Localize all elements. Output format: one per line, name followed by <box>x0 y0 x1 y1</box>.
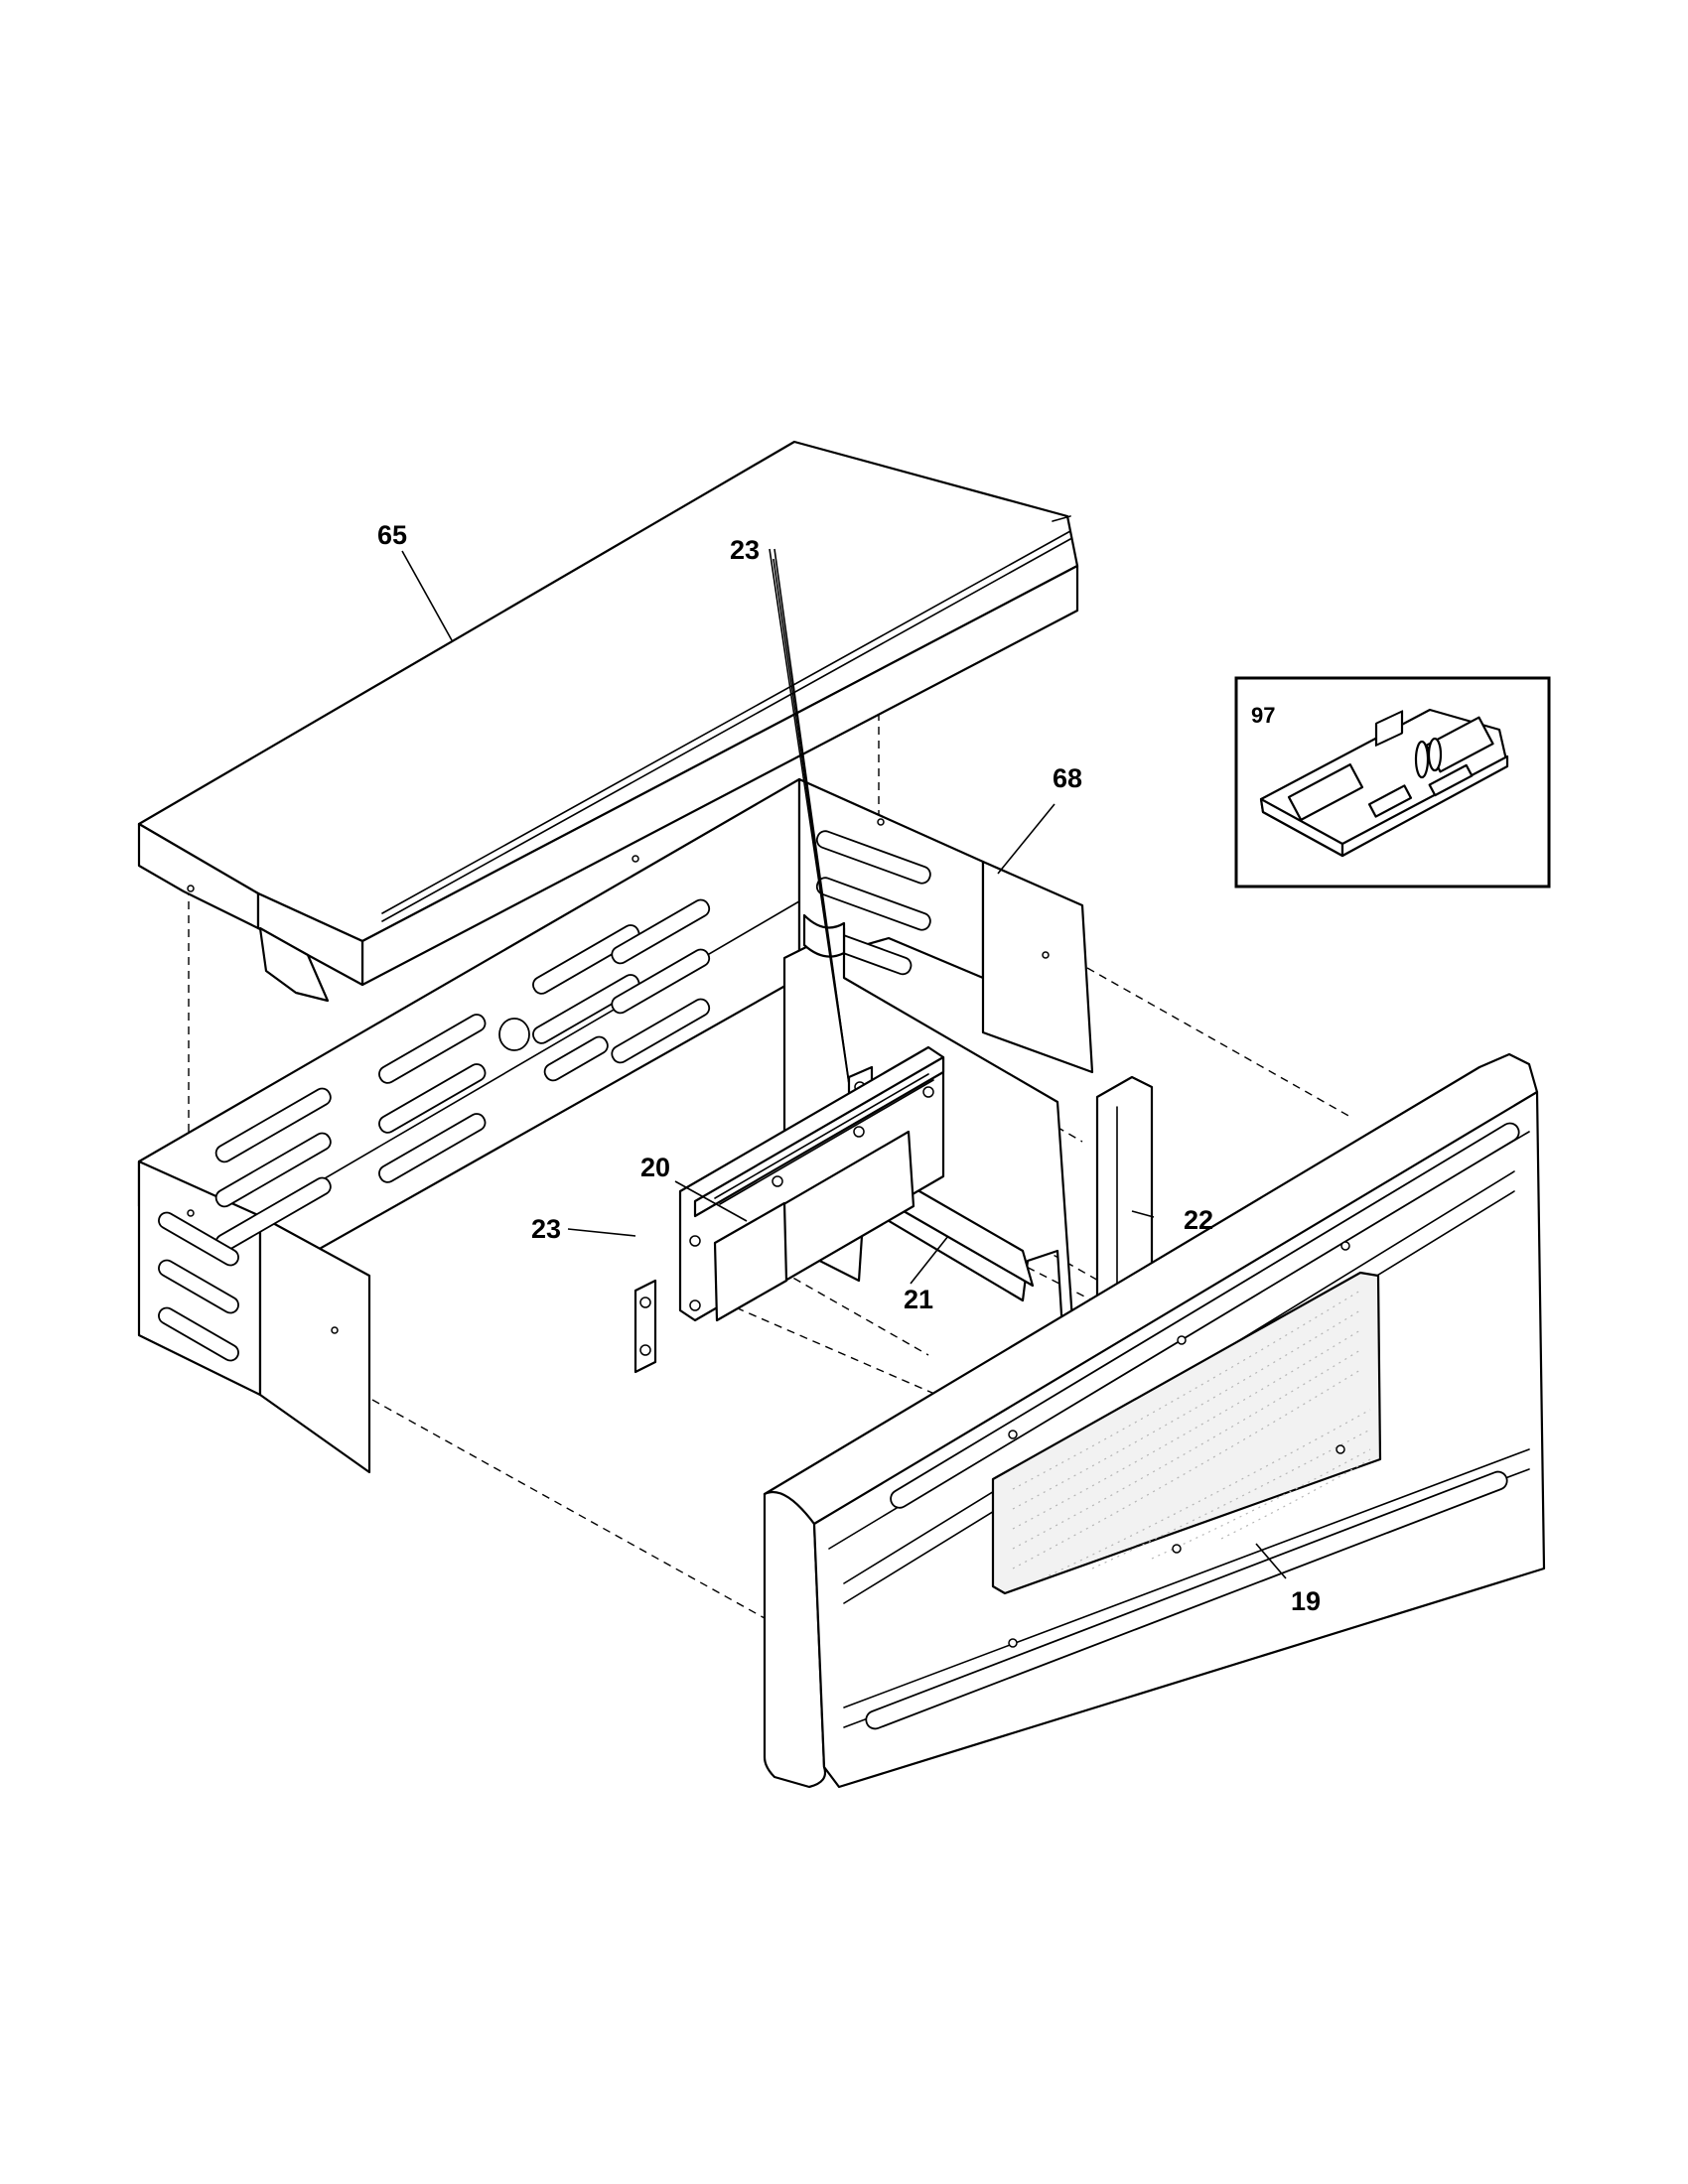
leader-lines <box>401 548 1287 1579</box>
part-68-housing <box>137 777 1094 1474</box>
callout-20: 20 <box>640 1153 670 1182</box>
callout-21: 21 <box>904 1285 933 1314</box>
callout-19: 19 <box>1291 1586 1321 1616</box>
part-19-control-panel <box>763 1052 1546 1789</box>
callout-23-lower: 23 <box>531 1214 561 1244</box>
part-20-control-board <box>678 1045 945 1322</box>
callout-labels: 65 68 97 23 20 22 23 21 19 <box>377 520 1321 1616</box>
part-97-inset <box>1234 676 1551 888</box>
part-65-top-cover <box>137 440 1079 1003</box>
part-23-lower-clip <box>633 1279 657 1374</box>
callout-65: 65 <box>377 520 407 550</box>
callout-68: 68 <box>1053 763 1082 793</box>
callout-22: 22 <box>1184 1205 1213 1235</box>
callout-97: 97 <box>1251 703 1275 728</box>
vent-slots <box>158 830 931 1362</box>
callout-23-upper: 23 <box>730 535 760 565</box>
